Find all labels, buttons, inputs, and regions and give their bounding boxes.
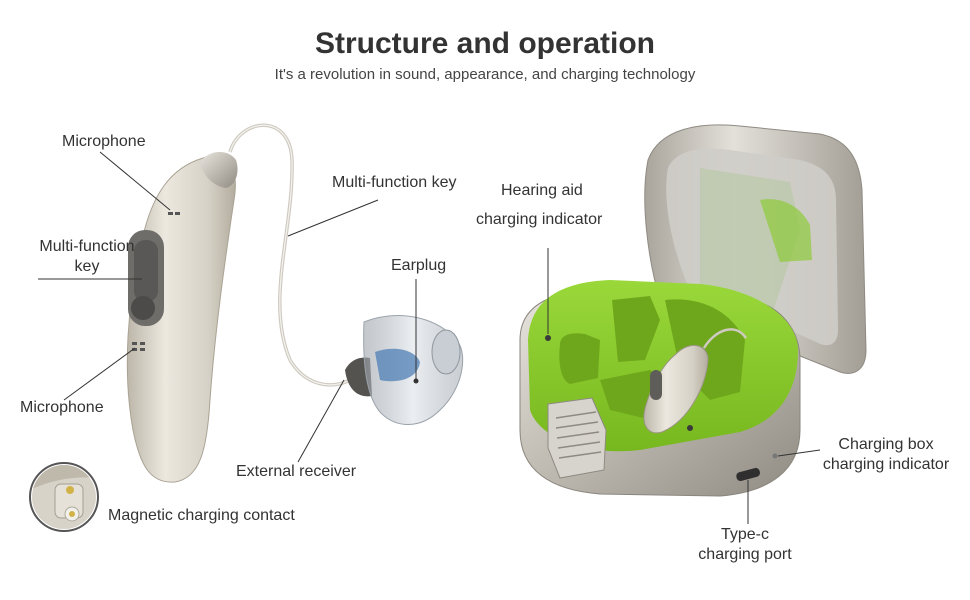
multi-function-key-wire-label: Multi-function key <box>332 174 457 191</box>
typec-port <box>736 467 760 482</box>
box-indicator-label: Charging box charging indicator <box>806 435 966 475</box>
hearing-aid-indicator-label-1: Hearing aid <box>501 182 583 199</box>
earplug-label: Earplug <box>391 257 447 274</box>
microphone-top-hole <box>168 212 173 215</box>
hearing-aid-indicator-label-2: charging indicator <box>476 211 603 228</box>
hearing-aid-charging-led <box>545 335 551 341</box>
box-indicator-line1: Charging box <box>838 436 934 453</box>
box-indicator-line2: charging indicator <box>822 456 950 473</box>
microphone-bottom-hole <box>132 342 137 345</box>
multi-function-key-left-label: Multi-function key <box>27 237 147 277</box>
typec-label: Type-c charging port <box>680 525 810 565</box>
external-receiver-label: External receiver <box>236 463 357 480</box>
microphone-top-label: Microphone <box>62 133 146 150</box>
magnetic-contact-label: Magnetic charging contact <box>108 507 295 524</box>
hearing-aid-cap <box>200 151 238 188</box>
receiver-wire <box>228 123 351 387</box>
multi-function-key-left-line2: key <box>74 258 100 275</box>
box-charging-led <box>772 453 778 459</box>
microphone-bottom-label: Microphone <box>20 399 104 416</box>
typec-line2: charging port <box>698 546 792 563</box>
typec-line1: Type-c <box>720 526 769 543</box>
page-title: Structure and operation <box>314 27 656 60</box>
page-subtitle: It's a revolution in sound, appearance, … <box>274 66 696 83</box>
leader-lines-right <box>547 248 821 524</box>
leader-lines-left <box>38 151 419 463</box>
multi-function-key-left-line1: Multi-function <box>39 238 135 255</box>
